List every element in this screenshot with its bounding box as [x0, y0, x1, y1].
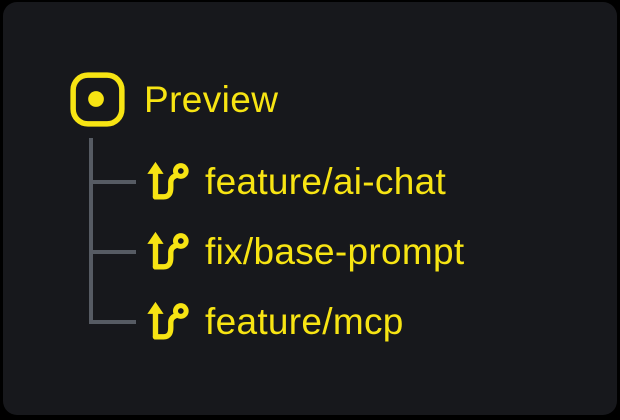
- tree-connector-tick: [89, 320, 136, 324]
- git-branch-icon: [143, 300, 189, 344]
- preview-branches-card: Preview feature/ai-chat fix/base-prompt: [3, 2, 617, 415]
- tree-connector-tick: [89, 250, 136, 254]
- tree-connector-tick: [89, 180, 136, 184]
- branch-item-feature-mcp[interactable]: feature/mcp: [143, 299, 404, 345]
- git-branch-icon: [143, 230, 189, 274]
- branch-item-feature-ai-chat[interactable]: feature/ai-chat: [143, 159, 446, 205]
- branch-label: feature/mcp: [205, 301, 404, 342]
- git-branch-icon: [143, 160, 189, 204]
- tree-connector-vertical-line: [89, 138, 93, 324]
- tree-root-preview[interactable]: Preview: [70, 72, 278, 127]
- branch-label: fix/base-prompt: [205, 231, 465, 272]
- branch-item-fix-base-prompt[interactable]: fix/base-prompt: [143, 229, 465, 275]
- branch-label: feature/ai-chat: [205, 161, 447, 202]
- dot-square-icon: [70, 72, 125, 127]
- root-label: Preview: [144, 78, 279, 120]
